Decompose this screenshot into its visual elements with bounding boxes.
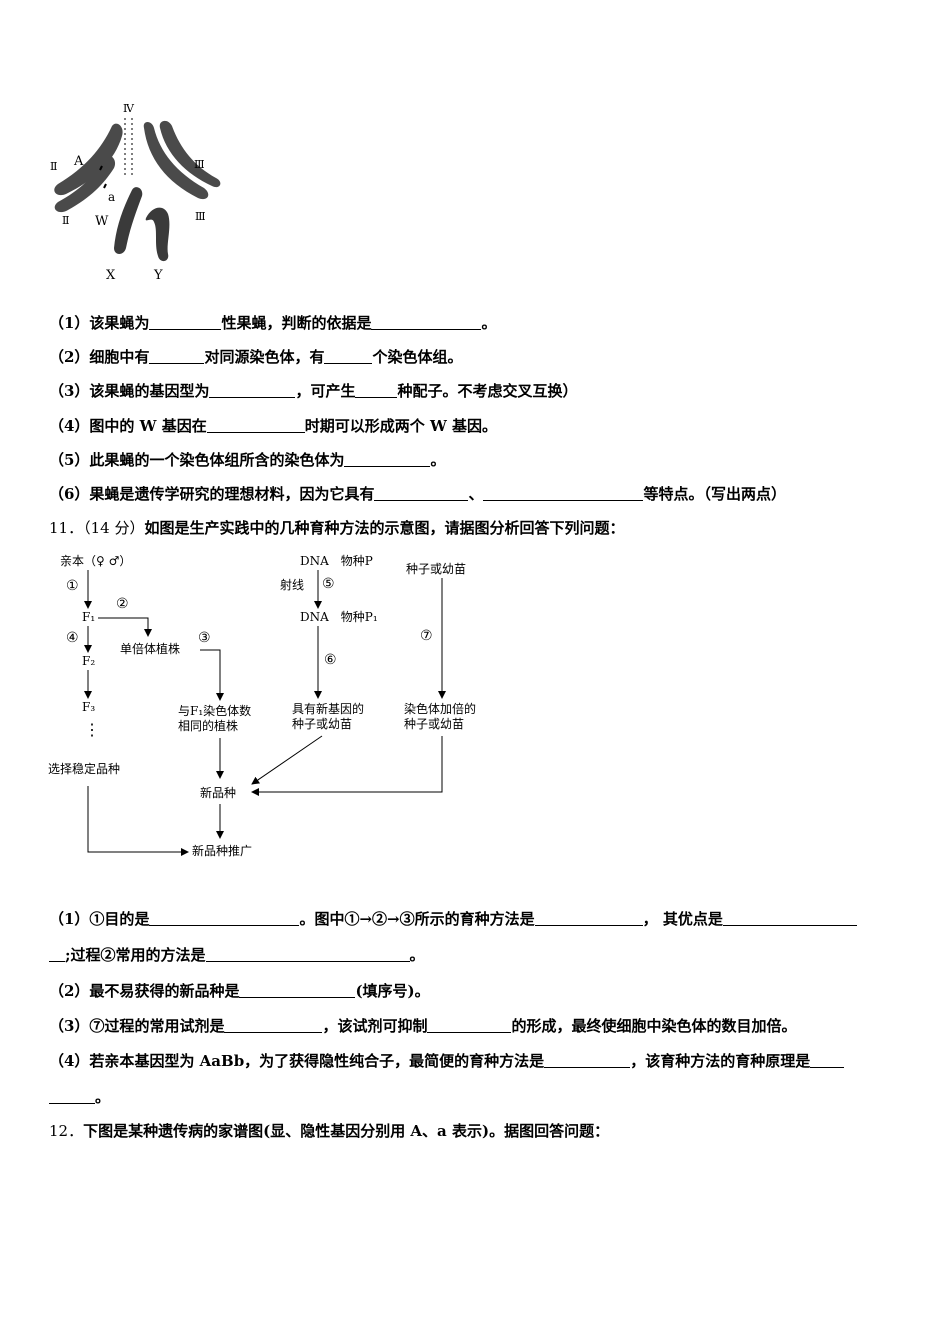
- answer-blank[interactable]: [239, 982, 356, 998]
- diagram-step-7: ⑦: [420, 628, 433, 644]
- diagram-dna-p1: DNA 物种P₁: [300, 610, 378, 624]
- diagram-new-variety: 新品种: [200, 786, 237, 800]
- chromosome-drawing: [54, 118, 221, 262]
- answer-blank[interactable]: [149, 348, 205, 364]
- diagram-haploid: 单倍体植株: [120, 642, 181, 656]
- diagram-seed: 种子或幼苗: [406, 562, 467, 576]
- q10-sub-6: （6）果蝇是遗传学研究的理想材料，因为它具有、等特点。（写出两点）: [49, 485, 786, 503]
- answer-blank[interactable]: [344, 451, 431, 467]
- diagram-dna-p: DNA 物种P: [300, 554, 373, 568]
- q11-sub-2: （2）最不易获得的新品种是(填序号)。: [49, 982, 430, 1000]
- diagram-step-3: ③: [198, 630, 211, 646]
- q11-sub-3: （3）⑦过程的常用试剂是，该试剂可抑制的形成，最终使细胞中染色体的数目加倍。: [49, 1017, 797, 1035]
- answer-blank[interactable]: [324, 348, 373, 364]
- answer-blank[interactable]: [224, 1017, 323, 1033]
- diagram-doubled: 染色体加倍的 种子或幼苗: [404, 702, 477, 731]
- chromosome-label-x: X: [106, 268, 116, 283]
- chromosome-label-a-lower: a: [108, 190, 116, 204]
- chromosome-label-w: W: [95, 214, 109, 229]
- diagram-step-2: ②: [116, 596, 129, 612]
- answer-blank[interactable]: [534, 910, 643, 926]
- q11-sub-4: （4）若亲本基因型为 AaBb，为了获得隐性纯合子，最简便的育种方法是，该育种方…: [49, 1050, 845, 1071]
- answer-blank[interactable]: [544, 1052, 631, 1068]
- answer-blank[interactable]: [49, 1088, 95, 1104]
- diagram-step-4: ④: [66, 630, 79, 646]
- answer-blank[interactable]: [371, 314, 482, 330]
- q12-stem: 12．下图是某种遗传病的家谱图(显、隐性基因分别用 A、a 表示)。据图回答问题…: [49, 1122, 610, 1140]
- chromosome-label-iii-bottom: Ⅲ: [195, 210, 206, 223]
- answer-blank[interactable]: [205, 946, 410, 962]
- chromosome-label-iv: Ⅳ: [123, 102, 134, 115]
- answer-blank[interactable]: [810, 1052, 845, 1068]
- diagram-parent: 亲本（♀ ♂）: [60, 554, 132, 568]
- q10-sub-4: （4）图中的 W 基因在时期可以形成两个 W 基因。: [49, 417, 498, 435]
- q10-sub-2: （2）细胞中有对同源染色体，有个染色体组。: [49, 348, 463, 366]
- chromosome-label-a-upper: A: [74, 154, 84, 169]
- chromosome-figure: Ⅳ Ⅱ A Ⅲ a Ⅱ W Ⅲ X Y: [40, 98, 230, 288]
- diagram-step-6: ⑥: [324, 652, 337, 668]
- answer-blank[interactable]: [206, 417, 305, 433]
- breeding-diagram-arrows: [84, 570, 446, 856]
- answer-blank[interactable]: [149, 910, 300, 926]
- q11-number: 11．（14 分）: [49, 519, 145, 537]
- answer-blank[interactable]: [209, 382, 296, 398]
- q11-sub-4-cont: 。: [49, 1086, 110, 1107]
- breeding-diagram: 亲本（♀ ♂） ① F₁ ② ④ 单倍体植株 ③ F₂ F₃ ⋮ 与F₁染色体数…: [40, 548, 560, 868]
- q10-sub-1: （1）该果蝇为性果蝇，判断的依据是。: [49, 314, 497, 332]
- q10-sub-5: （5）此果蝇的一个染色体组所含的染色体为。: [49, 451, 446, 469]
- chromosome-label-y: Y: [154, 268, 163, 283]
- answer-blank[interactable]: [483, 485, 644, 501]
- chromosome-label-ii-top: Ⅱ: [50, 160, 58, 173]
- diagram-step-5: ⑤: [322, 576, 335, 592]
- diagram-f3: F₃: [82, 700, 96, 714]
- q11-stem: 11．（14 分）如图是生产实践中的几种育种方法的示意图，请据图分析回答下列问题…: [49, 519, 625, 537]
- diagram-same-as-f1: 与F₁染色体数 相同的植株: [178, 704, 252, 733]
- answer-blank[interactable]: [722, 910, 857, 926]
- answer-blank[interactable]: [374, 485, 469, 501]
- q11-sub-1: （1）①目的是。图中①→②→③所示的育种方法是， 其优点是: [49, 908, 857, 929]
- diagram-select-stable: 选择稳定品种: [48, 762, 121, 776]
- diagram-dots: ⋮: [84, 720, 100, 739]
- diagram-promote: 新品种推广: [192, 844, 253, 858]
- answer-blank[interactable]: [49, 946, 65, 962]
- diagram-ray: 射线: [280, 578, 305, 592]
- answer-blank[interactable]: [355, 382, 398, 398]
- q10-sub-3: （3）该果蝇的基因型为，可产生种配子。不考虑交叉互换）: [49, 382, 578, 400]
- chromosome-label-ii-bottom: Ⅱ: [62, 214, 70, 227]
- diagram-new-gene: 具有新基因的 种子或幼苗: [292, 702, 365, 731]
- diagram-step-1: ①: [66, 578, 79, 594]
- answer-blank[interactable]: [427, 1017, 512, 1033]
- q11-sub-1-cont: ;过程②常用的方法是。: [49, 944, 425, 965]
- chromosome-label-iii-top: Ⅲ: [194, 158, 205, 171]
- q12-number: 12．: [49, 1122, 84, 1140]
- answer-blank[interactable]: [149, 314, 222, 330]
- diagram-f1: F₁: [82, 610, 96, 624]
- diagram-f2: F₂: [82, 654, 96, 668]
